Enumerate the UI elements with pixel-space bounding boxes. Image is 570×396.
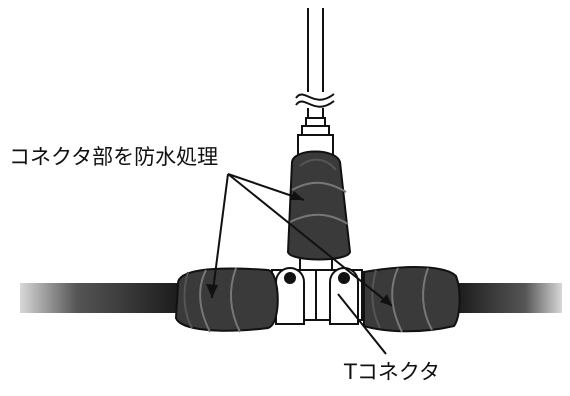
tape-wrap-left xyxy=(174,267,279,333)
arrowheads-waterproof xyxy=(206,191,392,306)
waterproofing-label: コネクタ部を防水処理 xyxy=(9,145,219,169)
t-connector-label: Tコネクタ xyxy=(344,360,440,384)
antenna-pole xyxy=(307,8,324,118)
cable-left xyxy=(20,283,182,313)
cable-right xyxy=(456,283,562,313)
leader-line-tconnector xyxy=(337,293,387,355)
break-symbol xyxy=(295,93,335,108)
leader-lines-waterproof xyxy=(211,173,393,307)
tape-wrap-top xyxy=(286,150,352,261)
tape-wrap-right xyxy=(363,266,461,333)
connector-lug-left xyxy=(275,267,305,325)
